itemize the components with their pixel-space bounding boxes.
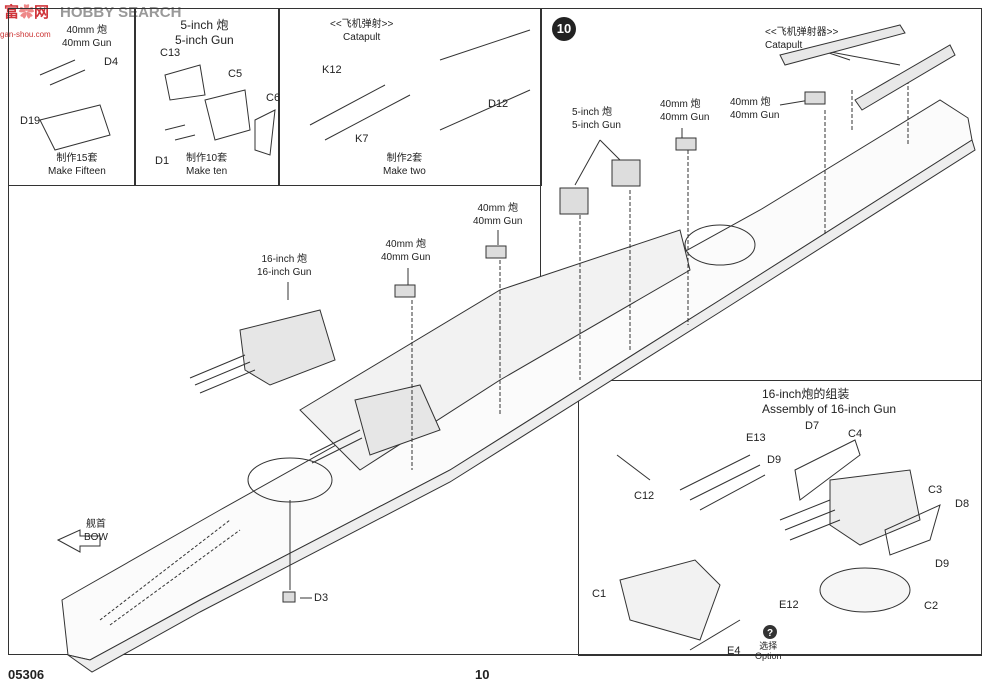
part-label-d1: D1 (155, 155, 170, 167)
barbette-aft (684, 224, 756, 266)
part-label-c2: C2 (924, 600, 939, 612)
part-label-d9-a: D9 (767, 454, 782, 466)
part-label-c13: C13 (160, 47, 181, 59)
option-question-icon (763, 625, 777, 639)
part-label-e13: E13 (746, 432, 766, 444)
part-label-c4: C4 (848, 428, 863, 440)
part-label-c1: C1 (592, 588, 607, 600)
part-label-d12: D12 (488, 98, 509, 110)
page-number: 10 (475, 667, 490, 682)
part-label-k12: K12 (322, 64, 342, 76)
panel-catapult-title: <<飞机弹射>>Catapult (330, 19, 394, 43)
part-label-d8: D8 (955, 498, 970, 510)
watermark-url: gan-shou.com (0, 30, 51, 40)
part-label-d9-b: D9 (935, 558, 950, 570)
panel-40mm-gun (8, 8, 136, 186)
part-label-d3: D3 (314, 592, 329, 604)
gun-5in-icon-1 (559, 187, 589, 215)
catapult-rail-1 (779, 24, 906, 66)
part-label-d7: D7 (805, 420, 820, 432)
turret-16in-a (239, 309, 336, 386)
part-label-c3: C3 (928, 484, 943, 496)
anchor-chain (99, 519, 241, 626)
part-label-e4: E4 (727, 645, 741, 657)
svg-text:?: ? (767, 628, 773, 639)
gun-40mm-icon-1 (394, 284, 416, 298)
panel-16inch-assembly (578, 380, 982, 656)
gun-40mm-icon-2 (485, 245, 507, 259)
callout-catapult: <<飞机弹射器>>Catapult (765, 27, 839, 51)
hull-side (67, 139, 976, 673)
step-number-badge: 10 (552, 17, 576, 41)
bow-arrow-icon (56, 529, 101, 553)
turret-16in-b (354, 384, 441, 456)
panel-catapult (278, 8, 542, 186)
part-label-c5: C5 (228, 68, 243, 80)
gun-5in-icon-2 (611, 159, 641, 187)
part-label-d4: D4 (104, 56, 119, 68)
gun-40mm-icon-3 (675, 137, 697, 151)
gun-40mm-icon-4 (804, 91, 826, 105)
product-code: 05306 (8, 667, 45, 682)
part-label-c6: C6 (266, 92, 281, 104)
part-label-d19: D19 (20, 115, 41, 127)
panel-5inch-gun (134, 8, 280, 186)
part-label-e12: E12 (779, 599, 799, 611)
part-label-c12: C12 (634, 490, 655, 502)
catapult-rail-2 (854, 44, 956, 111)
part-label-k7: K7 (355, 133, 369, 145)
part-d3-icon (282, 591, 296, 603)
main-step-frame (540, 8, 982, 284)
